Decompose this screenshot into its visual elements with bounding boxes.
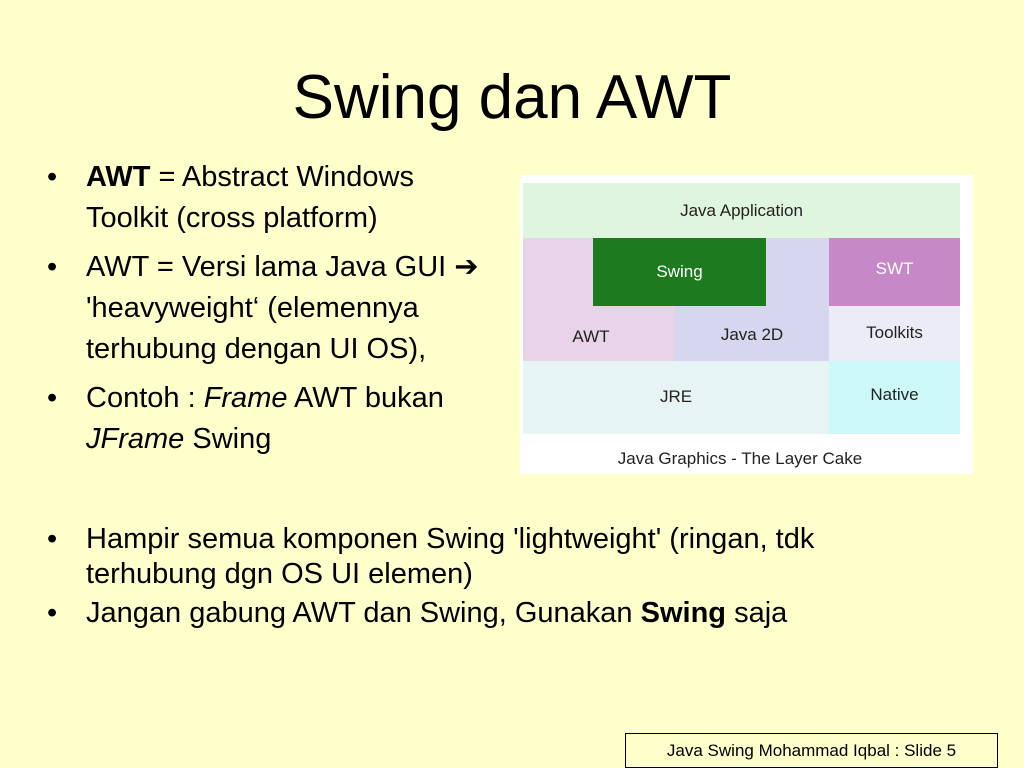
bullet-italic-term: JFrame	[86, 423, 185, 455]
bullet-text: = Abstract Windows Toolkit (cross platfo…	[86, 161, 414, 234]
bullet-text: Contoh :	[86, 382, 204, 414]
layer-native	[829, 361, 960, 434]
slide-title: Swing dan AWT	[292, 63, 732, 132]
bullet-awt-definition: • AWT = Abstract Windows Toolkit (cross …	[47, 157, 487, 239]
bullet-text: AWT bukan	[287, 382, 444, 414]
bullet-text: Hampir semua komponen Swing 'lightweight…	[86, 523, 815, 590]
bullet-glyph: •	[47, 523, 58, 555]
layer-swt	[829, 238, 960, 306]
label-toolkits: Toolkits	[866, 323, 923, 342]
diagram-caption: Java Graphics - The Layer Cake	[617, 449, 863, 468]
bullet-text: AWT = Versi lama Java GUI	[86, 251, 455, 283]
arrow-right-icon: ➔	[454, 251, 479, 283]
layer-toolkits	[829, 306, 960, 361]
bullet-use-swing: • Jangan gabung AWT dan Swing, Gunakan S…	[47, 596, 947, 631]
layer-java-application	[523, 183, 960, 238]
bullet-bold-term: Swing	[640, 597, 727, 629]
label-java-application: Java Application	[680, 201, 803, 220]
label-swt: SWT	[875, 259, 914, 278]
label-java2d: Java 2D	[720, 325, 784, 344]
label-awt: AWT	[572, 327, 610, 346]
bullet-lightweight: • Hampir semua komponen Swing 'lightweig…	[47, 522, 947, 592]
bullet-glyph: •	[47, 251, 58, 283]
bullet-glyph: •	[47, 161, 58, 193]
bullet-text: Swing	[184, 423, 272, 455]
bullet-glyph: •	[47, 382, 58, 414]
top-bullet-list: • AWT = Abstract Windows Toolkit (cross …	[47, 157, 487, 468]
bullet-bold-term: AWT	[86, 161, 151, 193]
layer-cake-diagram: Java Application Swing SWT AWT Java 2D T…	[520, 175, 973, 474]
bullet-glyph: •	[47, 597, 58, 629]
bullet-awt-old-gui: • AWT = Versi lama Java GUI ➔ 'heavyweig…	[47, 247, 487, 370]
label-jre: JRE	[659, 387, 693, 406]
bullet-example: • Contoh : Frame AWT bukan JFrame Swing	[47, 378, 487, 460]
bullet-text: Jangan gabung AWT dan Swing, Gunakan	[86, 597, 641, 629]
bullet-text: saja	[726, 597, 788, 629]
bullet-text: 'heavyweight‘ (elemennya terhubung denga…	[86, 292, 427, 365]
layer-swing	[593, 238, 766, 306]
layer-jre	[523, 361, 829, 434]
label-native: Native	[870, 385, 919, 404]
label-swing: Swing	[656, 262, 703, 281]
bottom-bullet-list: • Hampir semua komponen Swing 'lightweig…	[47, 522, 947, 635]
slide-footer: Java Swing Mohammad Iqbal : Slide 5	[625, 733, 998, 768]
bullet-italic-term: Frame	[203, 382, 288, 414]
